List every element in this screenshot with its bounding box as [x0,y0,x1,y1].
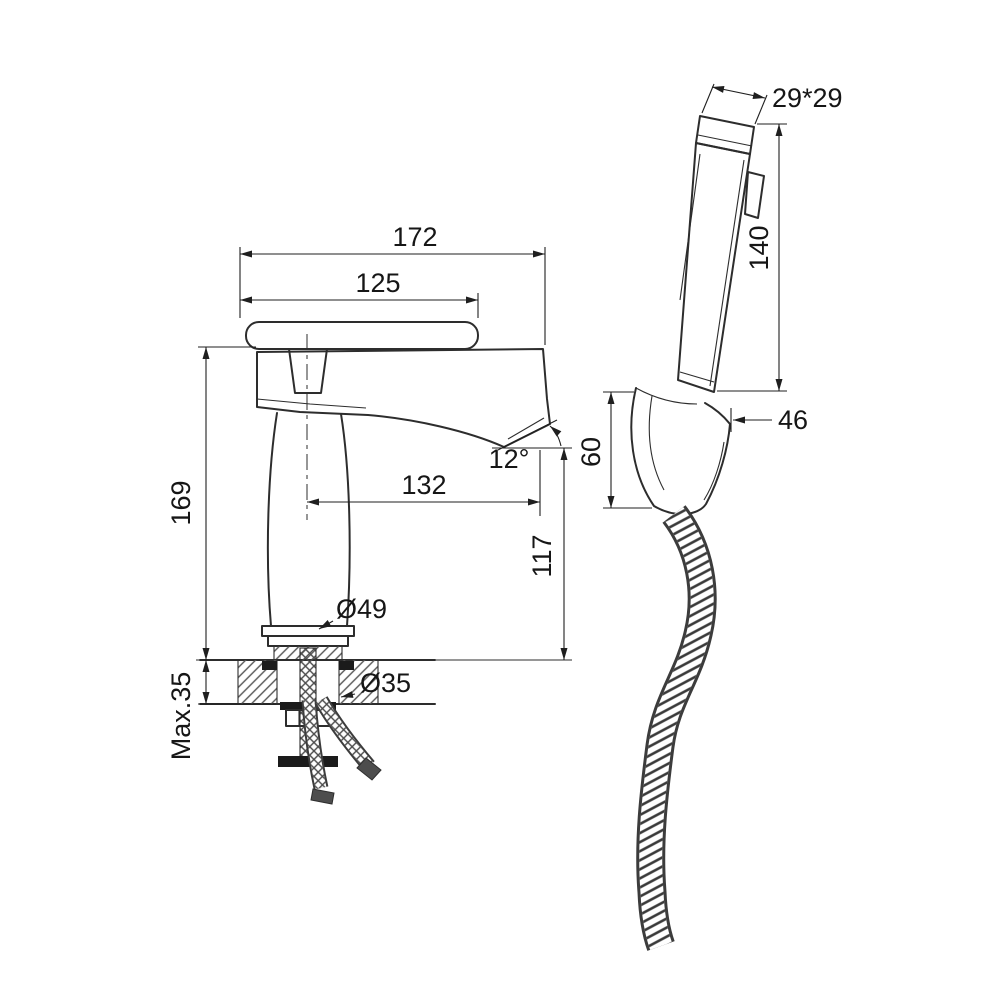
dim-bracket-depth: 46 [730,405,808,435]
dim-sprayer-length: 140 [717,123,787,392]
hanging-tab [744,171,765,219]
dim-label-46: 46 [778,405,808,435]
hand-shower-side-view [677,115,765,393]
dim-faucet-total-length: 172 [239,222,546,345]
bracket-right-lip [704,402,731,425]
dim-handle-length: 125 [240,268,479,318]
shower-hose-corrugation [639,507,714,950]
spout-underside-line [256,398,367,409]
angle-arc [549,425,562,447]
head-cap-seam [697,134,753,147]
faucet-front-view [245,321,551,661]
dim-label-140: 140 [744,225,774,270]
dim-outlet-angle: 12° [489,419,572,474]
column-left-edge [266,412,278,627]
bracket-top-rim [635,387,698,405]
dim-label-12deg: 12° [489,444,530,474]
shower-hose [636,505,717,951]
body-panel-line-left [679,153,701,301]
dim-line [711,86,766,99]
column-right-edge [340,413,351,627]
shower-body [677,142,751,393]
base-flange-lower [267,635,349,647]
bolt-end-bar [278,756,338,767]
leader-line [318,620,334,630]
dim-label-172: 172 [392,222,437,252]
bracket-outer [630,387,731,515]
dim-label-max35: Max.35 [166,672,196,761]
dim-label-d35: Ø35 [360,668,411,698]
supply-hoses [301,696,382,805]
base-flange-upper [261,625,355,637]
dim-label-169: 169 [166,480,196,525]
hose-fitting-2 [356,757,382,781]
dim-label-132: 132 [401,470,446,500]
dim-spout-reach: 132 [307,450,541,516]
seal-right [339,661,354,670]
ext-line [701,83,715,114]
dim-sprayer-head-section: 29*29 [701,83,843,125]
spout-body [256,348,551,448]
leader-line [340,691,356,698]
dim-label-60: 60 [576,437,606,467]
dim-label-125: 125 [355,268,400,298]
bracket-inner-right [703,441,725,501]
ext-line [754,94,768,125]
supply-hose-1-braid [303,699,327,790]
seal-left [262,661,277,670]
handle-joint [288,348,328,394]
angle-face-line [497,419,558,451]
dim-label-117: 117 [527,534,557,577]
nozzle-seam [679,371,715,383]
body-panel-line-right [709,159,745,387]
dim-max-mounting-thickness: Max.35 [166,660,276,760]
dim-spout-outlet-height: 117 [527,448,568,660]
dim-label-29x29: 29*29 [772,83,843,113]
hose-fitting-1 [310,788,335,805]
faucet-handle [245,321,479,350]
wall-bracket [630,387,731,515]
aerator-face-line [507,417,545,440]
dim-faucet-height: 169 [166,346,256,660]
bracket-inner-left [648,395,665,491]
dim-base-diameter: Ø49 [318,594,387,630]
dim-mounting-hole-diameter: Ø35 [340,668,411,698]
dim-bracket-height: 60 [576,391,652,509]
dim-label-d49: Ø49 [336,594,387,624]
